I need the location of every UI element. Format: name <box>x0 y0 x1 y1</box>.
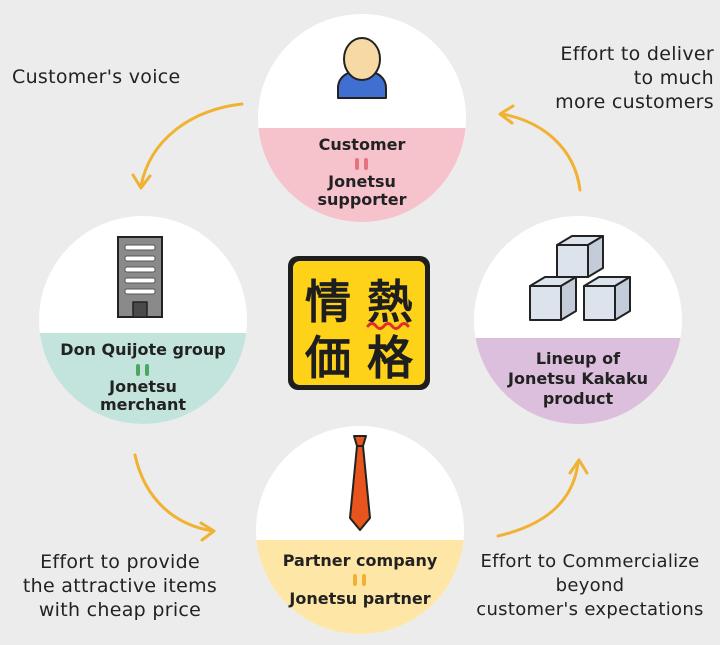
lineup-line2: Jonetsu Kakaku <box>507 369 648 388</box>
logo-char-1: 情 <box>305 275 351 329</box>
caption-line: Effort to deliver <box>560 43 714 65</box>
partner-line2: Jonetsu partner <box>288 589 430 608</box>
customer-line2: Jonetsu <box>327 172 396 191</box>
customer-title: Customer <box>319 135 406 154</box>
caption-effort-provide: Effort to provide the attractive items w… <box>0 550 240 622</box>
lineup-line3: product <box>543 389 614 408</box>
tie-icon <box>349 435 371 531</box>
jonetsu-kakaku-logo: 情 熱 価 格 <box>288 256 430 390</box>
lineup-node: Lineup of Jonetsu Kakaku product <box>474 216 682 424</box>
lineup-line1: Lineup of <box>536 349 621 368</box>
arrow-customer-to-group <box>131 102 244 190</box>
group-node: Don Quijote group Jonetsu merchant <box>39 216 247 424</box>
cycle-arrows <box>131 102 589 542</box>
caption-line: Effort to Commercialize <box>480 551 700 572</box>
arrow-group-to-partner <box>133 453 216 542</box>
caption-line: with cheap price <box>38 599 202 621</box>
caption-line: beyond <box>555 575 625 596</box>
partner-equals-icon <box>353 574 366 586</box>
group-line2: Jonetsu <box>108 377 177 396</box>
caption-line: to much <box>633 67 714 89</box>
partner-title: Partner company <box>283 551 438 570</box>
group-title: Don Quijote group <box>60 340 225 359</box>
partner-node: Partner company Jonetsu partner <box>256 426 464 634</box>
building-icon <box>117 236 163 318</box>
boxes-icon <box>529 235 631 321</box>
arrow-lineup-to-customer <box>498 104 582 192</box>
caption-line: the attractive items <box>22 575 218 597</box>
customer-equals-icon <box>355 158 368 170</box>
caption-effort-deliver: Effort to deliver to much more customers <box>470 42 714 114</box>
person-icon <box>337 37 387 99</box>
customer-line3: supporter <box>317 190 406 209</box>
caption-line: Effort to provide <box>40 551 200 573</box>
logo-char-3: 価 <box>304 331 351 385</box>
logo-wave-icon <box>366 322 410 330</box>
caption-customers-voice: Customer's voice <box>12 65 242 89</box>
arrow-partner-to-lineup <box>496 458 589 538</box>
logo-char-4: 格 <box>367 331 414 385</box>
caption-line: more customers <box>555 91 714 113</box>
group-line3: merchant <box>100 395 186 414</box>
group-equals-icon <box>136 364 149 376</box>
logo-char-2: 熱 <box>367 275 413 329</box>
customer-node: Customer Jonetsu supporter <box>258 14 466 222</box>
caption-line: Customer's voice <box>12 66 181 88</box>
caption-effort-commercialize: Effort to Commercialize beyond customer'… <box>460 550 720 622</box>
caption-line: customer's expectations <box>476 599 704 620</box>
